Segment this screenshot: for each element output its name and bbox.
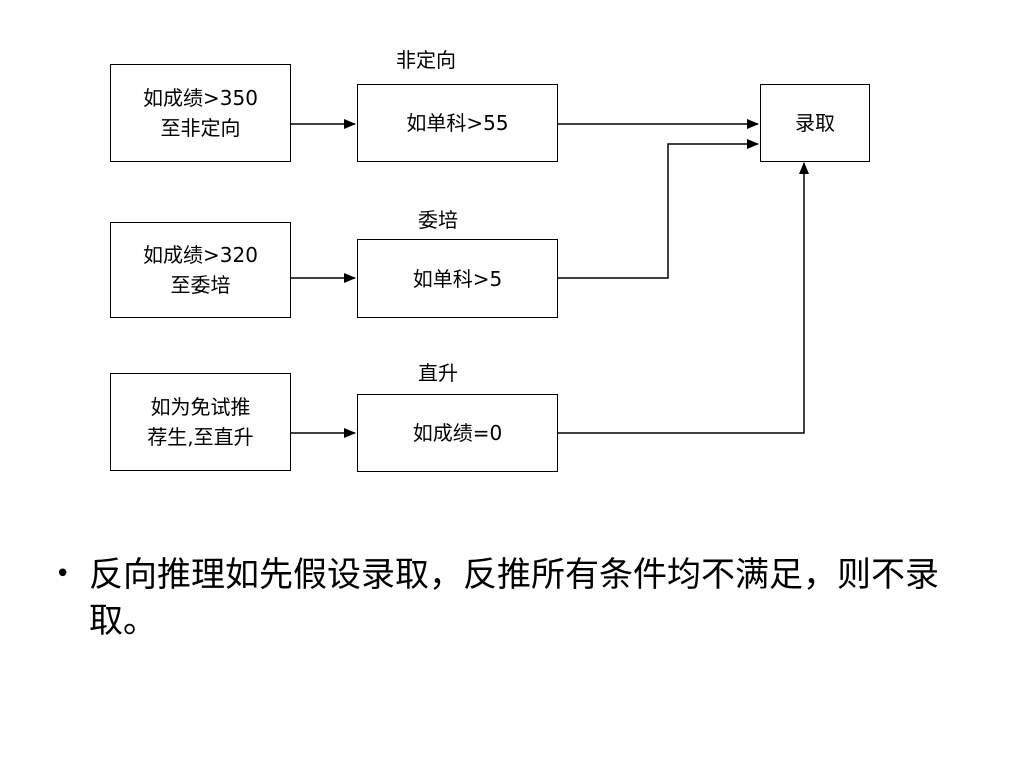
bullet-item: • 反向推理如先假设录取，反推所有条件均不满足，则不录取。: [55, 552, 975, 644]
bullet-dot-icon: •: [55, 559, 71, 589]
condition-box-1-line-2: 至非定向: [160, 116, 241, 140]
condition-box-2: 如成绩>320 至委培: [110, 222, 291, 318]
mid-label-1: 非定向: [396, 48, 456, 72]
result-box-text: 录取: [795, 111, 835, 135]
condition-box-1: 如成绩>350 至非定向: [110, 64, 291, 162]
condition-box-2-line-1: 如成绩>320: [143, 243, 258, 267]
rule-box-2-text: 如单科>5: [412, 266, 503, 291]
condition-box-3-line-2: 荐生,至直升: [147, 425, 254, 449]
result-box: 录取: [760, 84, 870, 162]
rule-box-3: 如成绩=0: [357, 394, 558, 472]
rule-box-3-text: 如成绩=0: [412, 421, 503, 445]
condition-box-2-line-2: 至委培: [170, 273, 231, 297]
rule-box-1-text: 如单科>55: [406, 111, 509, 135]
condition-box-1-line-1: 如成绩>350: [143, 86, 258, 110]
condition-box-3: 如为免试推 荐生,至直升: [110, 373, 291, 471]
mid-label-2: 委培: [418, 208, 458, 232]
arrow-mid2-to-result: [558, 139, 759, 279]
arrow-mid3-to-result: [558, 162, 809, 434]
rule-box-1: 如单科>55: [357, 84, 558, 162]
rule-box-2: 如单科>5: [357, 239, 558, 318]
bullet-text: 反向推理如先假设录取，反推所有条件均不满足，则不录取。: [89, 555, 939, 641]
mid-label-3: 直升: [418, 361, 458, 385]
condition-box-3-line-1: 如为免试推: [150, 395, 251, 419]
